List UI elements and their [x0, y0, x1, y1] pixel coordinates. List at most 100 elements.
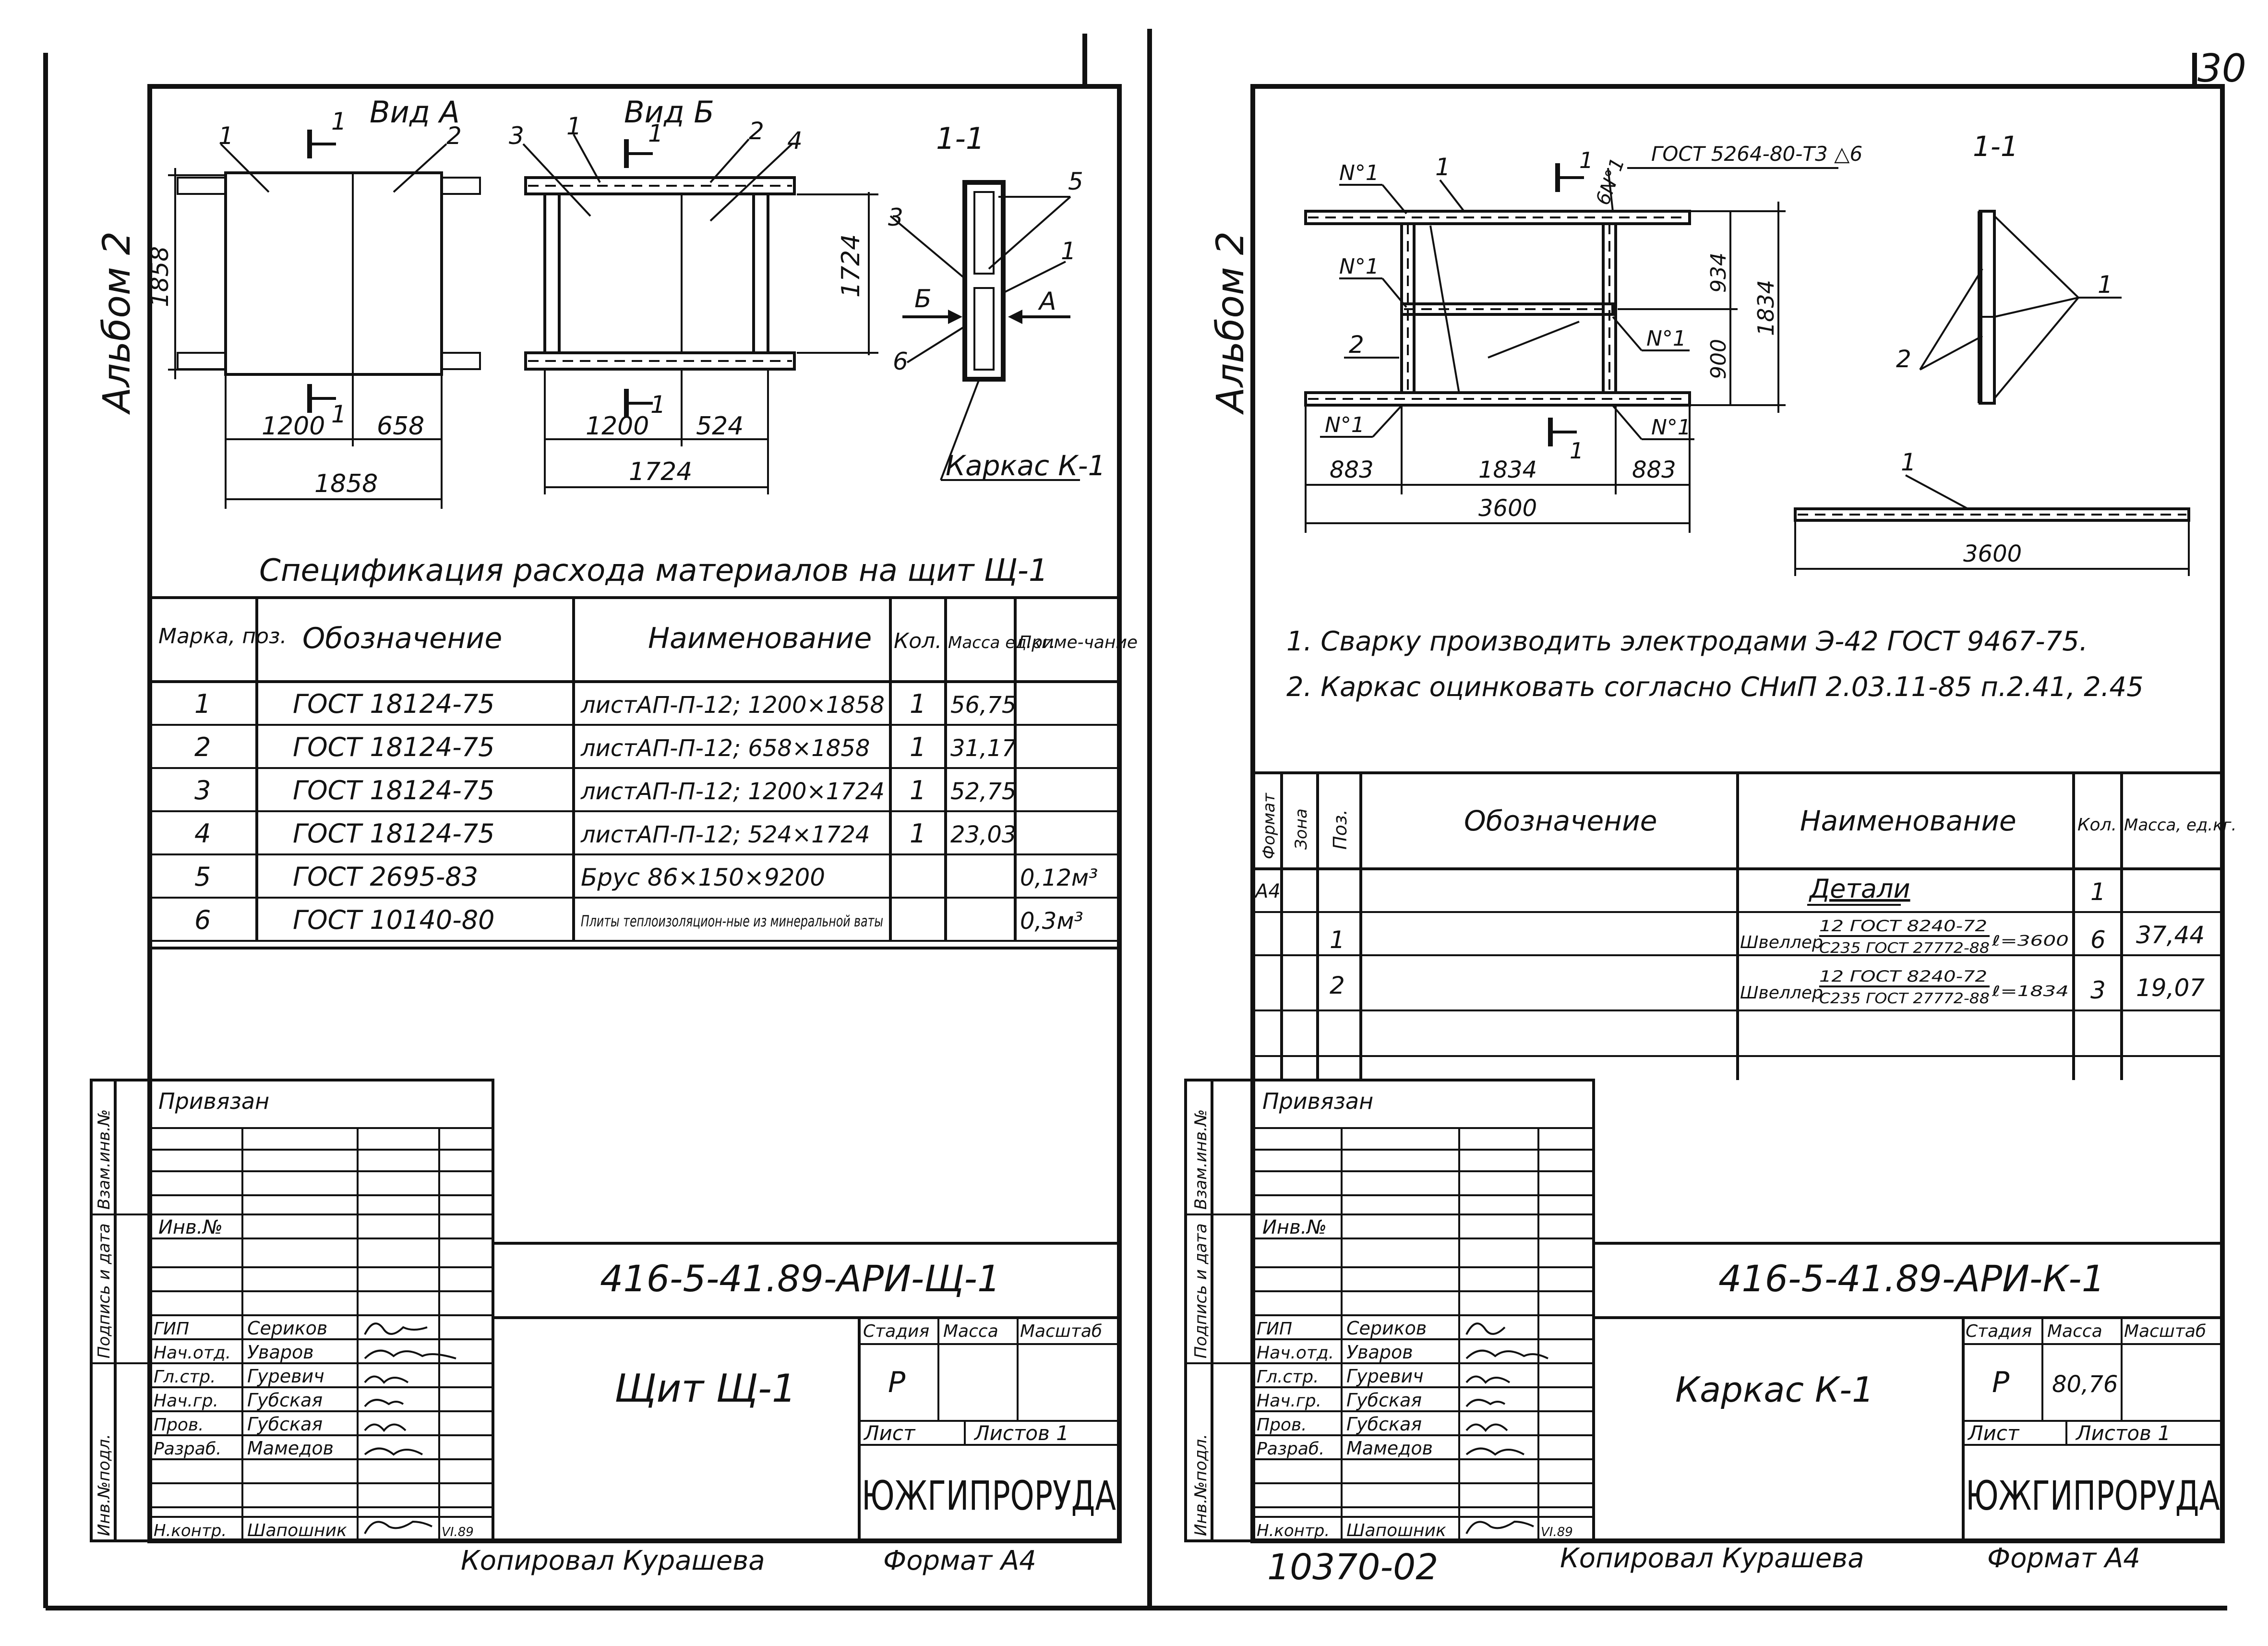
weld-label-1: N°1: [1339, 161, 1379, 185]
right-spec-r2-name: Швеллер: [1740, 933, 1823, 952]
left-stamp-stage-label: Стадия: [863, 1322, 929, 1341]
right-stamp-scale-label: Масштаб: [2124, 1322, 2206, 1341]
signature-icon: [1465, 1399, 1506, 1407]
right-stamp-sheet-label: Лист: [1967, 1421, 2020, 1445]
right-stamp-role-2: Нач.отд.: [1257, 1343, 1334, 1363]
left-spec-r3-name: листАП-П-12; 1200×1724: [580, 778, 885, 805]
right-sheet: Альбом 2 N°1 N°1 N°1 N°1: [1184, 84, 2236, 1588]
channel-callout-1: 1: [1901, 448, 1916, 476]
view-b-dim-total: 1724: [629, 457, 692, 486]
right-spec-header-pos: Поз.: [1330, 809, 1351, 850]
right-side-label-inv: Инв.№подл.: [1191, 1434, 1211, 1536]
view-a-dim-height: 1858: [146, 246, 174, 307]
signature-icon: [364, 1447, 423, 1456]
left-spec-header-designation: Обозначение: [302, 622, 502, 655]
left-format: Формат А4: [883, 1545, 1036, 1576]
right-stamp-role-4: Нач.гр.: [1257, 1391, 1321, 1411]
frame-cut-bottom: 1: [1570, 438, 1584, 464]
right-spec-r2-name-bottom: С235 ГОСТ 27772-88: [1819, 940, 1990, 957]
left-stamp-inv: Инв.№: [158, 1216, 223, 1238]
signature-icon: [364, 1399, 404, 1407]
left-stamp-role-7: Н.контр.: [154, 1521, 227, 1540]
left-stamp-name-4: Губская: [247, 1390, 323, 1411]
left-spec-r1-mark: 1: [194, 689, 211, 719]
right-side-label-sign: Подпись и дата: [1191, 1223, 1211, 1358]
left-spec-r4-name: листАП-П-12; 524×1724: [580, 821, 870, 848]
view-b-dim-w2: 524: [696, 412, 744, 441]
left-spec-rows: 1 ГОСТ 18124-75 листАП-П-12; 1200×1858 1…: [194, 689, 1098, 935]
right-spec-r1-qty: 1: [2090, 878, 2106, 906]
right-spec-r2-name-top: 12 ГОСТ 8240-72: [1819, 917, 1987, 935]
frame-note-1: 1. Сварку производить электродами Э-42 Г…: [1286, 626, 2088, 657]
left-spec-r3-mark: 3: [194, 775, 211, 805]
right-spec-header-designation: Обозначение: [1464, 805, 1657, 837]
left-spec-r2-mark: 2: [194, 732, 211, 762]
right-stamp-sheets-label: Листов 1: [2075, 1421, 2171, 1445]
signature-icon: [364, 1322, 428, 1335]
right-stamp-date-code: VI.89: [1541, 1525, 1573, 1539]
right-side-strip: Взам.инв.№ Подпись и дата Инв.№подл.: [1184, 1079, 1254, 1542]
right-stamp-name-6: Мамедов: [1346, 1438, 1433, 1459]
view-a-cut-bottom: 1: [331, 400, 347, 428]
view-a: Вид А 1 1 1 2 1858: [146, 95, 481, 509]
left-spec-header-qty: Кол.: [894, 629, 942, 653]
section-callout-3: 3: [888, 204, 903, 231]
table-row: 5 ГОСТ 2695-83 Брус 86×150×9200 0,12м³: [194, 862, 1098, 892]
view-a-callout-1: 1: [218, 122, 234, 150]
right-spec-r3-length: ℓ=1834: [1992, 983, 2069, 1000]
right-stamp-title: Каркас К-1: [1675, 1370, 1874, 1410]
signature-icon: [364, 1520, 432, 1534]
weld-label-3: N°1: [1646, 326, 1686, 351]
view-a-title: Вид А: [370, 95, 460, 130]
frame-dim-1834v: 1834: [1753, 280, 1779, 336]
left-stamp-role-4: Нач.гр.: [154, 1391, 218, 1411]
right-spec-r2-qty: 6: [2090, 926, 2106, 954]
right-stamp-stage-label: Стадия: [1966, 1322, 2032, 1341]
weld-label-5: N°1: [1651, 415, 1691, 440]
left-stamp-name-5: Губская: [247, 1414, 323, 1435]
left-stamp-name-1: Сериков: [247, 1318, 327, 1339]
left-spec-r4-mark: 4: [194, 818, 211, 849]
right-stamp-org: ЮЖГИПРОРУДА: [1966, 1472, 2220, 1519]
left-spec-r6-name: Плиты теплоизоляцион-ные из минеральной …: [581, 912, 883, 930]
left-stamp-mass-label: Масса: [943, 1322, 998, 1341]
left-spec-r1-name: листАП-П-12; 1200×1858: [580, 692, 885, 719]
frame-dim-900: 900: [1706, 339, 1731, 379]
left-spec-r2-mass: 31,17: [950, 735, 1017, 762]
right-stamp-bound: Привязан: [1262, 1088, 1373, 1114]
left-stamp-stage: Р: [888, 1366, 906, 1399]
left-stamp-name-7: Шапошник: [247, 1521, 347, 1540]
view-b-callout-4: 4: [787, 127, 803, 155]
left-stamp-name-3: Гуревич: [247, 1366, 324, 1387]
left-spec-r4-qty: 1: [910, 818, 926, 849]
channel-dim-3600: 3600: [1963, 541, 2022, 567]
left-stamp-title: Щит Щ-1: [614, 1366, 796, 1411]
right-spec-r3-name-top: 12 ГОСТ 8240-72: [1819, 967, 1987, 985]
table-row: А4 Детали 1: [1254, 874, 2106, 906]
right-stamp-mass-label: Масса: [2047, 1322, 2102, 1341]
left-spec-r2-qty: 1: [910, 732, 926, 762]
right-stamp-role-7: Н.контр.: [1257, 1521, 1330, 1540]
left-stamp-scale-label: Масштаб: [1020, 1322, 1102, 1341]
right-title-block: Привязан Инв.№ ГИП Сериков Нач.отд. Увар…: [1251, 1079, 1595, 1542]
left-spec-r3-qty: 1: [910, 775, 926, 805]
signature-icon: [364, 1423, 407, 1432]
view-a-callout-2: 2: [446, 122, 462, 150]
table-row: 6 ГОСТ 10140-80 Плиты теплоизоляцион-ные…: [194, 905, 1083, 935]
right-stamp-name-5: Губская: [1346, 1414, 1422, 1435]
left-spec-header-note: Приме-чание: [1019, 633, 1138, 652]
left-stamp-name-2: Уваров: [247, 1342, 314, 1363]
left-stamp-sheet-label: Лист: [863, 1421, 916, 1445]
page-number: 30: [2197, 46, 2246, 91]
table-row: 2 ГОСТ 18124-75 листАП-П-12; 658×1858 1 …: [194, 732, 1017, 762]
right-stamp-name-3: Гуревич: [1346, 1366, 1424, 1387]
right-spec-r1-name: Детали: [1809, 874, 1910, 904]
right-spec-r3-name: Швеллер: [1740, 983, 1823, 1003]
frame-section: 1-1 1 2: [1896, 130, 2122, 405]
section-frame-callout: Каркас К-1: [946, 449, 1105, 482]
view-b: Вид Б 1 1 3 1 2 4: [509, 95, 878, 494]
right-stamp-role-5: Пров.: [1257, 1415, 1307, 1435]
left-spec-title: Спецификация расхода материалов на щит Щ…: [259, 553, 1048, 589]
left-spec-r1-qty: 1: [910, 689, 926, 719]
